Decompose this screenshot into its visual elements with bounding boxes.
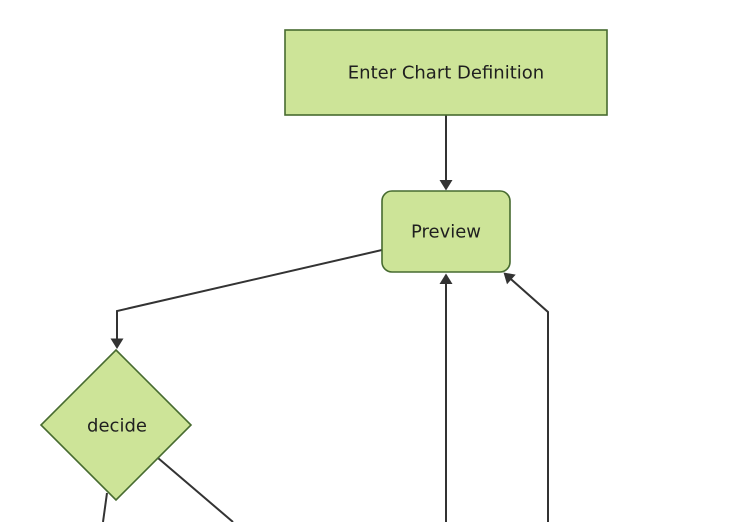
arrowhead-into-preview-bottom-right <box>503 272 516 285</box>
node-decide: decide <box>39 348 193 502</box>
node-enter-chart-definition: Enter Chart Definition <box>284 29 608 116</box>
edge-decide-to-bottom-left <box>102 492 108 522</box>
node-enter-chart-definition-shape <box>284 29 608 116</box>
node-decide-label: decide <box>87 416 147 437</box>
node-preview-shape <box>381 190 511 273</box>
edge-group <box>102 115 549 522</box>
node-preview: Preview <box>381 190 511 273</box>
edge-preview-to-decide <box>116 249 383 339</box>
edge-decide-to-bottom-right <box>157 457 234 522</box>
arrowhead-into-preview-top <box>439 180 453 191</box>
arrowhead-into-decide-top <box>110 338 124 349</box>
edge-bottom-right-to-preview <box>507 275 549 522</box>
node-preview-label: Preview <box>411 222 481 243</box>
arrowhead-into-preview-bottom <box>439 273 453 284</box>
node-enter-chart-definition-label: Enter Chart Definition <box>348 63 544 84</box>
arrowhead-group <box>110 180 516 349</box>
node-decide-shape <box>39 348 193 502</box>
